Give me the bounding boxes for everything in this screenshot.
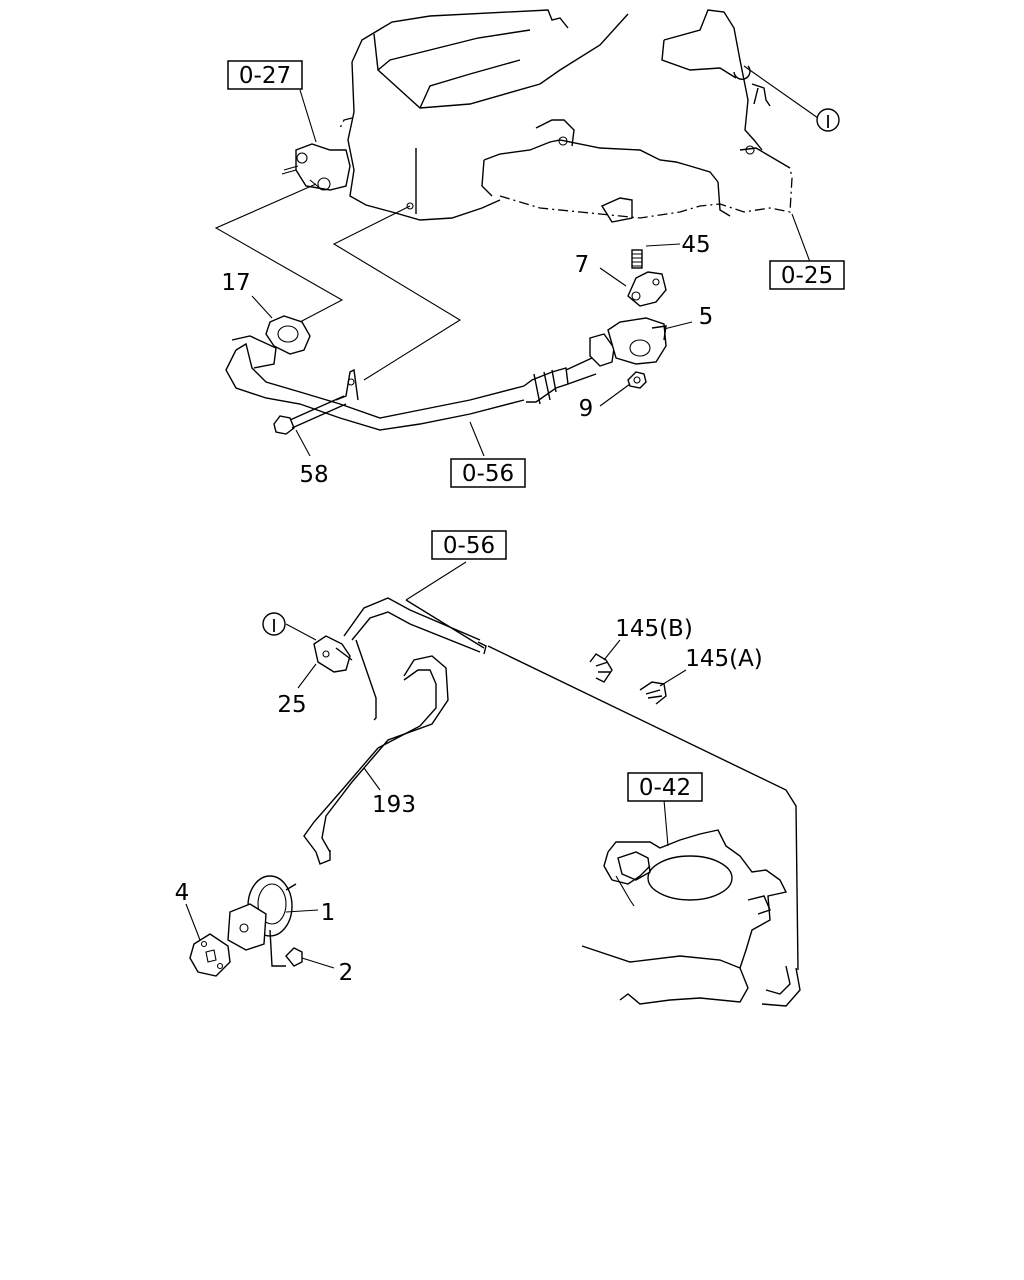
screw-part-45 <box>631 249 643 269</box>
egr-pipe-top <box>225 335 597 431</box>
ref-label: 0-56 <box>462 461 514 487</box>
ref-label: 0-27 <box>239 63 291 89</box>
part-number-145b: 145(B) <box>615 616 693 642</box>
ref-box-0-27[interactable]: 0-27 <box>227 60 303 90</box>
hose-and-pipe-lower <box>303 597 801 1007</box>
gasket-part-17 <box>265 315 311 355</box>
ref-label: 0-25 <box>781 263 833 289</box>
ref-box-0-25[interactable]: 0-25 <box>769 260 845 290</box>
gasket-part-4 <box>189 933 231 977</box>
vacuum-switch-part-25 <box>313 635 353 673</box>
part-number-7: 7 <box>575 252 590 278</box>
ref-box-0-56-top[interactable]: 0-56 <box>450 458 526 488</box>
part-number-45: 45 <box>681 232 710 258</box>
part-number-1: 1 <box>321 900 336 926</box>
part-number-145a: 145(A) <box>685 646 763 672</box>
part-number-193: 193 <box>372 792 416 818</box>
bracket-part-7 <box>627 271 667 307</box>
part-number-4: 4 <box>175 880 190 906</box>
ref-label: 0-56 <box>443 533 495 559</box>
bolt-part-2 <box>285 947 303 967</box>
intake-manifold-outline <box>281 9 793 223</box>
connector-label: I <box>271 616 276 637</box>
connector-marker-top: I <box>816 108 840 133</box>
part-number-5: 5 <box>699 304 714 330</box>
nut-part-9 <box>627 371 647 389</box>
part-number-9: 9 <box>579 396 594 422</box>
ref-box-0-42[interactable]: 0-42 <box>627 772 703 802</box>
ref-box-0-56-mid[interactable]: 0-56 <box>431 530 507 560</box>
guide-lines-bottom <box>185 561 687 969</box>
egr-valve-part-1 <box>227 875 297 967</box>
part-number-2: 2 <box>339 960 354 986</box>
egr-solenoid-part-5 <box>589 317 667 367</box>
part-number-58: 58 <box>299 462 328 488</box>
clip-part-145b <box>589 653 613 683</box>
throttle-body-outline <box>581 829 788 1005</box>
connector-label: I <box>825 112 830 133</box>
guide-lines-top <box>214 65 819 457</box>
connector-marker-mid: I <box>262 612 286 637</box>
part-number-17: 17 <box>221 270 250 296</box>
part-number-25: 25 <box>277 692 306 718</box>
bolt-part-58 <box>273 395 347 435</box>
ref-label: 0-42 <box>639 775 691 801</box>
